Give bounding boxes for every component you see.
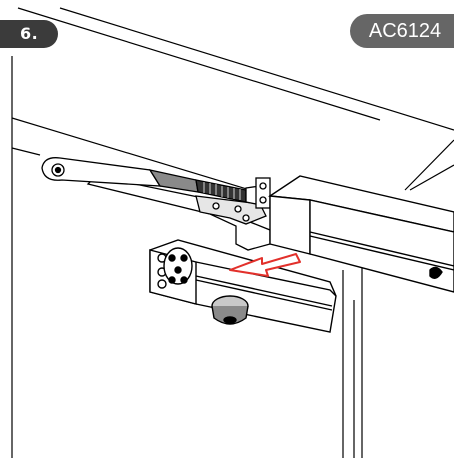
product-code-badge: AC6124 (350, 14, 454, 48)
arrow-left-outline-icon (229, 253, 301, 277)
door-closer-body (149, 239, 337, 333)
door-closer-arm (41, 157, 271, 209)
upper-housing (267, 175, 454, 293)
step-number-badge: 6. (0, 20, 58, 48)
